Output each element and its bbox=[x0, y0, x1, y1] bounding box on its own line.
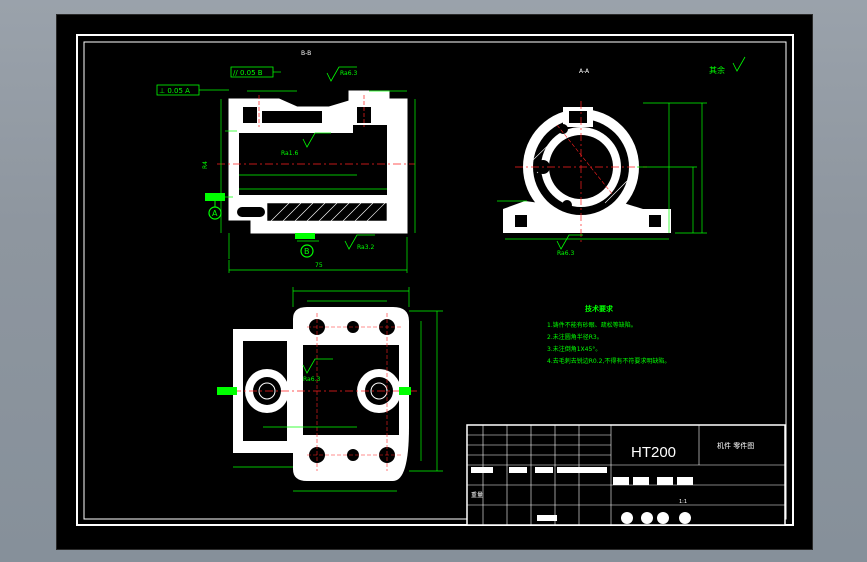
title-block: HT200 机件 零件图 重量 1:1 bbox=[466, 424, 786, 526]
tech-req-item-3: 3.未注倒角1X45°。 bbox=[547, 345, 601, 353]
outer-frame bbox=[76, 34, 794, 526]
tech-req-item-1: 1.铸件不能有砂眼、疏松等缺陷。 bbox=[547, 321, 637, 329]
roughness-plan: Ra6.3 bbox=[303, 376, 320, 383]
title-block-scale: 1:1 bbox=[679, 499, 687, 505]
title-block-part-name: 机件 零件图 bbox=[717, 441, 754, 450]
section-label-aa: A-A bbox=[579, 68, 590, 75]
datum-a: A bbox=[212, 209, 218, 218]
datum-b: B bbox=[304, 247, 310, 256]
section-view-bb: B-B bbox=[156, 50, 416, 273]
roughness-b2: Ra3.2 bbox=[357, 244, 374, 251]
roughness-top: Ra6.3 bbox=[340, 70, 357, 77]
plan-view: Ra6.3 bbox=[217, 287, 443, 492]
section-view-aa: A-A bbox=[497, 56, 746, 257]
svg-text:R4: R4 bbox=[202, 161, 209, 169]
title-block-weight-label: 重量 bbox=[471, 491, 483, 499]
tech-req-item-2: 2.未注圆角半径R3。 bbox=[547, 333, 603, 341]
drawing-sheet: B-B bbox=[76, 34, 794, 526]
title-block-material: HT200 bbox=[631, 444, 676, 461]
svg-text:75: 75 bbox=[315, 262, 323, 269]
technical-requirements: 技术要求 1.铸件不能有砂眼、疏松等缺陷。 2.未注圆角半径R3。 3.未注倒角… bbox=[547, 304, 670, 365]
tech-req-title: 技术要求 bbox=[585, 304, 614, 313]
roughness-b1: Ra1.6 bbox=[281, 150, 298, 157]
section-label-bb: B-B bbox=[301, 50, 311, 57]
gdt-parallel: // 0.05 B bbox=[233, 69, 263, 77]
inner-frame bbox=[83, 41, 787, 520]
roughness-b3: Ra6.3 bbox=[557, 250, 574, 257]
tech-req-item-4: 4.去毛刺去锐边R0.2,不得有不符要求明缺陷。 bbox=[547, 357, 670, 365]
gdt-perp: ⊥ 0.05 A bbox=[159, 87, 190, 95]
cad-viewport[interactable]: B-B bbox=[56, 14, 813, 550]
roughness-rest-label: 其余 bbox=[709, 65, 725, 75]
